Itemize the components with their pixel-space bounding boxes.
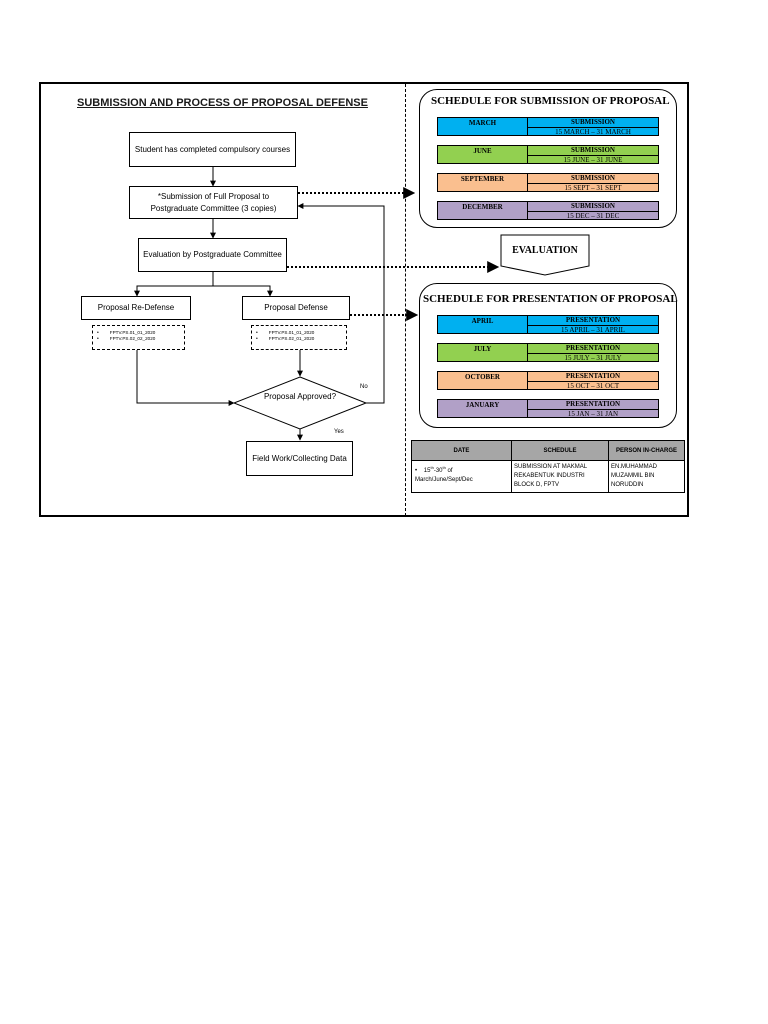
header-schedule: SCHEDULE: [511, 440, 609, 461]
presentation-month: JANUARY: [438, 400, 528, 417]
date-day-from: 15: [423, 468, 431, 474]
submission-date-range: 15 DEC – 31 DEC: [566, 212, 620, 220]
submission-date-range: 15 SEPT – 31 SEPT: [564, 184, 622, 192]
date-cell: • 15th-30th of March/June/Sept/Dec: [411, 460, 512, 493]
defense-form-item: FPTV.PS.01_01_2020: [256, 330, 344, 336]
person-in-charge-table: DATE SCHEDULE PERSON IN-CHARGE • 15th-30…: [411, 440, 685, 493]
presentation-date-range: 15 APRIL – 31 APRIL: [561, 326, 625, 334]
completed-courses-box: Student has completed compulsory courses: [129, 132, 296, 167]
submission-label: SUBMISSION: [528, 118, 658, 128]
submission-date-range: 15 MARCH – 31 MARCH: [555, 128, 631, 136]
submission-box: *Submission of Full Proposal to Postgrad…: [129, 186, 298, 219]
header-person: PERSON IN-CHARGE: [608, 440, 685, 461]
evaluation-box: Evaluation by Postgraduate Committee: [138, 238, 287, 272]
presentation-month: OCTOBER: [438, 372, 528, 389]
schedule-cell: SUBMISSION AT MAKMAL REKABENTUK INDUSTRI…: [511, 460, 609, 493]
submission-schedule-title: SCHEDULE FOR SUBMISSION OF PROPOSAL: [431, 95, 670, 107]
evaluation-callout: EVALUATION: [512, 245, 578, 256]
presentation-date-range: 15 OCT – 31 OCT: [566, 382, 620, 390]
redefense-box: Proposal Re-Defense: [81, 296, 191, 320]
submission-date-range: 15 JUNE – 31 JUNE: [563, 156, 623, 164]
fieldwork-box: Field Work/Collecting Data: [246, 441, 353, 476]
defense-form-item: FPTV.PS.02_01_2020: [256, 336, 344, 342]
bullet-icon: •: [415, 468, 418, 474]
submission-month: DECEMBER: [438, 202, 528, 219]
submission-month: SEPTEMBER: [438, 174, 528, 191]
submission-month: JUNE: [438, 146, 528, 163]
submission-label: SUBMISSION: [528, 174, 658, 184]
person-cell: EN.MUHAMMAD MUZAMMIL BIN NORUDDIN: [608, 460, 685, 493]
submission-month: MARCH: [438, 118, 528, 135]
diagram-frame: [39, 82, 689, 517]
presentation-label: PRESENTATION: [528, 316, 658, 326]
date-day-to: 30: [435, 468, 443, 474]
presentation-schedule-title: SCHEDULE FOR PRESENTATION OF PROPOSAL: [423, 293, 678, 305]
page-title: SUBMISSION AND PROCESS OF PROPOSAL DEFEN…: [77, 97, 368, 109]
presentation-date-range: 15 JAN – 31 JAN: [567, 410, 619, 418]
panel-divider: [405, 84, 406, 516]
presentation-label: PRESENTATION: [528, 344, 658, 354]
decision-label: Proposal Approved?: [263, 392, 337, 401]
presentation-month: JULY: [438, 344, 528, 361]
date-day-from-suffix: th: [430, 465, 434, 470]
yes-label: Yes: [334, 429, 344, 435]
date-day-to-suffix: th: [442, 465, 446, 470]
defense-box: Proposal Defense: [242, 296, 350, 320]
table-row: • 15th-30th of March/June/Sept/Dec SUBMI…: [411, 460, 685, 493]
presentation-month: APRIL: [438, 316, 528, 333]
date-rest: of March/June/Sept/Dec: [415, 468, 473, 483]
defense-forms-box: FPTV.PS.01_01_2020 FPTV.PS.02_01_2020: [251, 325, 347, 350]
presentation-date-range: 15 JULY – 31 JULY: [564, 354, 622, 362]
redefense-forms-box: FPTV.PS.01_01_2020 FPTV.PS.02_02_2020: [92, 325, 185, 350]
no-label: No: [360, 384, 368, 390]
submission-label: SUBMISSION: [528, 202, 658, 212]
presentation-label: PRESENTATION: [528, 400, 658, 410]
header-date: DATE: [411, 440, 512, 461]
redefense-form-item: FPTV.PS.01_01_2020: [97, 330, 182, 336]
submission-label: SUBMISSION: [528, 146, 658, 156]
presentation-label: PRESENTATION: [528, 372, 658, 382]
redefense-form-item: FPTV.PS.02_02_2020: [97, 336, 182, 342]
